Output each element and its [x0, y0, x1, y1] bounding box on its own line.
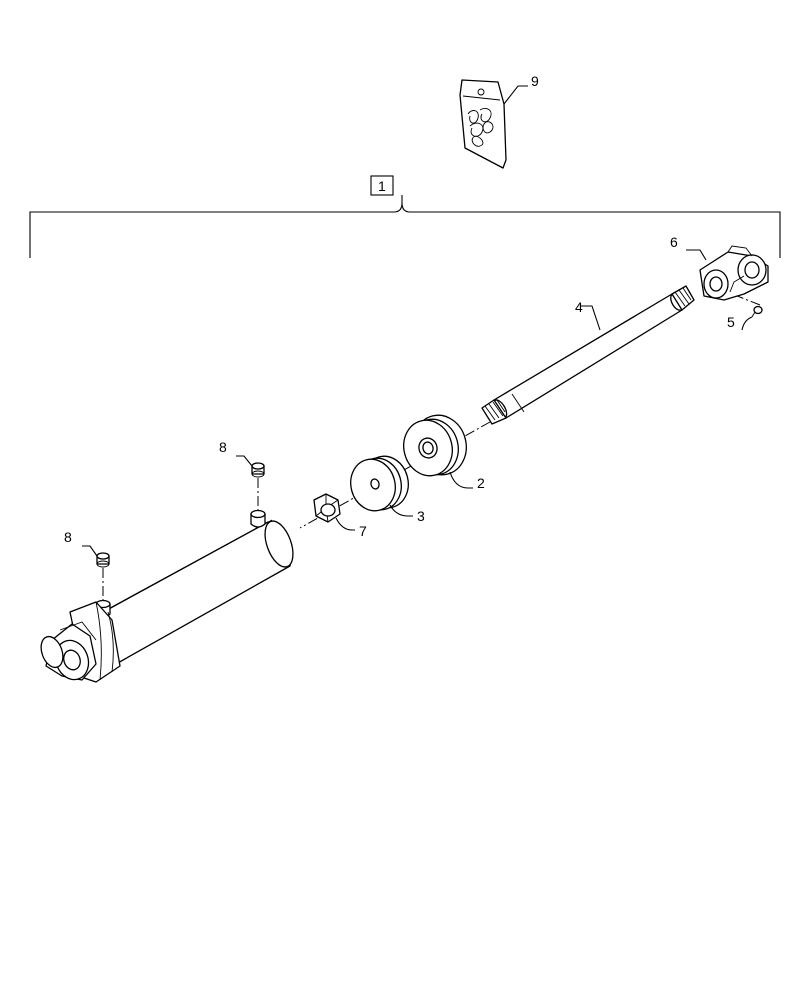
- leader-8-upper: [236, 455, 253, 467]
- seal-kit-bag[interactable]: [459, 79, 507, 169]
- piston-rod[interactable]: [481, 285, 695, 425]
- leader-6: [686, 249, 707, 261]
- port-plug-upper[interactable]: [251, 462, 265, 478]
- bracket-left: [29, 202, 403, 258]
- callout-9[interactable]: 9: [531, 73, 539, 89]
- callout-1[interactable]: 1: [378, 178, 386, 194]
- piston[interactable]: [398, 409, 473, 481]
- port-plug-lower[interactable]: [96, 552, 110, 568]
- leader-9: [503, 85, 528, 105]
- leader-4: [580, 305, 601, 331]
- centerline-clevis: [721, 289, 761, 306]
- leader-3: [389, 504, 413, 517]
- leader-5: [741, 316, 753, 331]
- cylinder-barrel[interactable]: [37, 509, 298, 685]
- leader-2: [449, 471, 473, 489]
- gland[interactable]: [345, 451, 414, 516]
- callout-5[interactable]: 5: [727, 314, 735, 330]
- rod-clevis[interactable]: [699, 245, 769, 301]
- callout-8-lower[interactable]: 8: [64, 529, 72, 545]
- callout-3[interactable]: 3: [417, 508, 425, 524]
- set-screw[interactable]: [751, 305, 763, 318]
- callout-6[interactable]: 6: [670, 234, 678, 250]
- callout-7[interactable]: 7: [359, 523, 367, 539]
- callout-4[interactable]: 4: [575, 299, 583, 315]
- callout-1-box: [370, 175, 394, 196]
- bracket-right: [401, 195, 781, 258]
- hex-nut[interactable]: [313, 493, 341, 523]
- leader-8-lower: [82, 545, 98, 557]
- callout-2[interactable]: 2: [477, 475, 485, 491]
- leader-7: [335, 517, 355, 531]
- callout-8-upper[interactable]: 8: [219, 439, 227, 455]
